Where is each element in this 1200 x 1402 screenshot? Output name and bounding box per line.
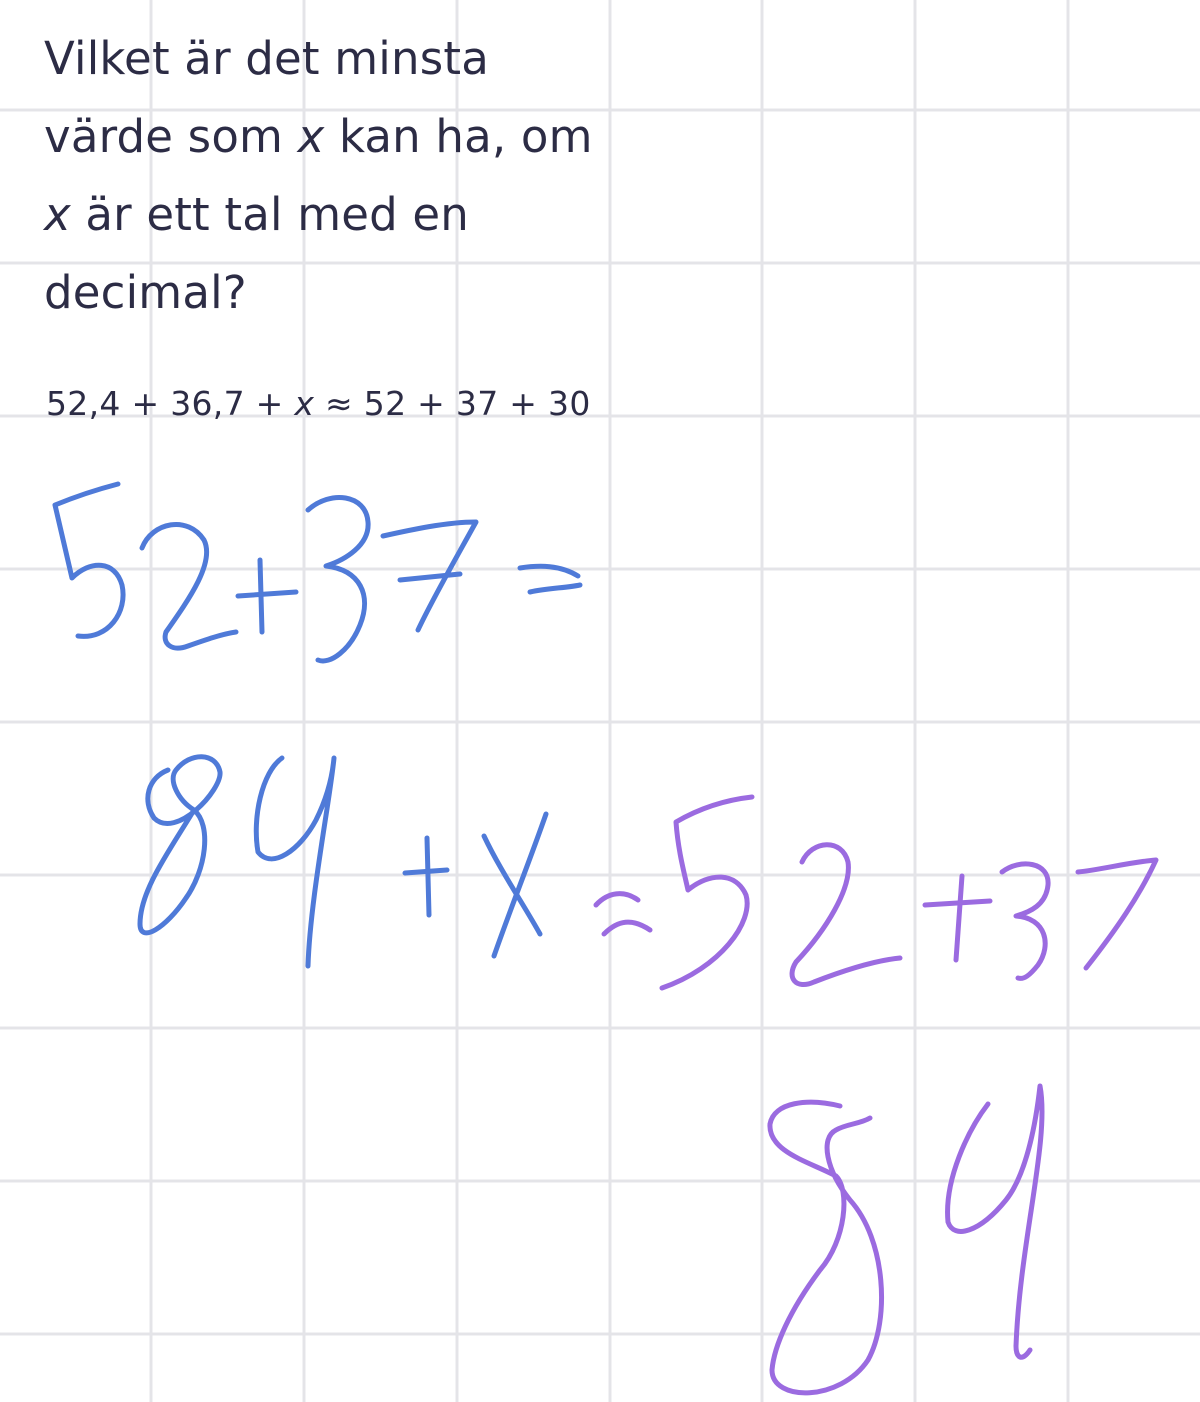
ink-digit-7: [380, 519, 479, 633]
handwriting-line-1: [52, 481, 583, 664]
ink-digit-8-purple: [767, 1099, 884, 1396]
question-line-2-pre: värde som: [44, 110, 298, 163]
question-text: Vilket är det minsta värde som x kan ha,…: [44, 20, 644, 332]
question-line-4: decimal?: [44, 266, 247, 319]
variable-x: x: [44, 188, 71, 241]
ink-plus-purple-2: [922, 898, 993, 908]
handwriting-line-2-blue: [137, 754, 549, 969]
handwriting-line-2-purple: [593, 794, 1159, 991]
ink-plus-b: [402, 867, 450, 876]
expression-part-1: 52,4 + 36,7 +: [46, 384, 295, 423]
ink-approx-2: [601, 919, 653, 937]
ink-digit-3: [305, 495, 371, 664]
question-line-2-post: kan ha, om: [324, 110, 593, 163]
question-line-3-post: är ett tal med en: [70, 188, 470, 241]
ink-digit-5: [52, 481, 126, 639]
question-line-1: Vilket är det minsta: [44, 32, 489, 85]
ink-digit-4-purple: [945, 1083, 1045, 1360]
expression-part-2: ≈ 52 + 37 + 30: [314, 384, 591, 423]
ink-plus-a: [424, 835, 432, 918]
ink-digit-7-bar: [397, 571, 463, 583]
variable-x: x: [297, 110, 325, 163]
ink-x-2: [491, 811, 549, 959]
question-line-2: värde som x kan ha, om: [44, 98, 644, 176]
handwriting-line-3: [767, 1083, 1045, 1396]
expression-variable-x: x: [294, 384, 315, 423]
ink-plus-2: [235, 589, 299, 599]
ink-approx-1: [593, 891, 641, 908]
ink-equals-2: [527, 582, 583, 595]
ink-plus-purple-1: [953, 873, 965, 963]
estimation-expression: 52,4 + 36,7 + x ≈ 52 + 37 + 30: [46, 380, 591, 428]
ink-equals-1: [517, 563, 581, 579]
ink-digit-2: [139, 522, 239, 651]
ink-digit-4: [253, 755, 337, 969]
ink-digit-8: [137, 754, 223, 936]
ink-digit-2-purple: [789, 842, 903, 987]
ink-x-1: [481, 833, 543, 937]
ink-digit-5-purple: [659, 794, 755, 991]
ink-digit-3-purple: [999, 861, 1051, 981]
question-line-3: x är ett tal med en: [44, 176, 644, 254]
ink-digit-7-purple: [1075, 857, 1159, 971]
